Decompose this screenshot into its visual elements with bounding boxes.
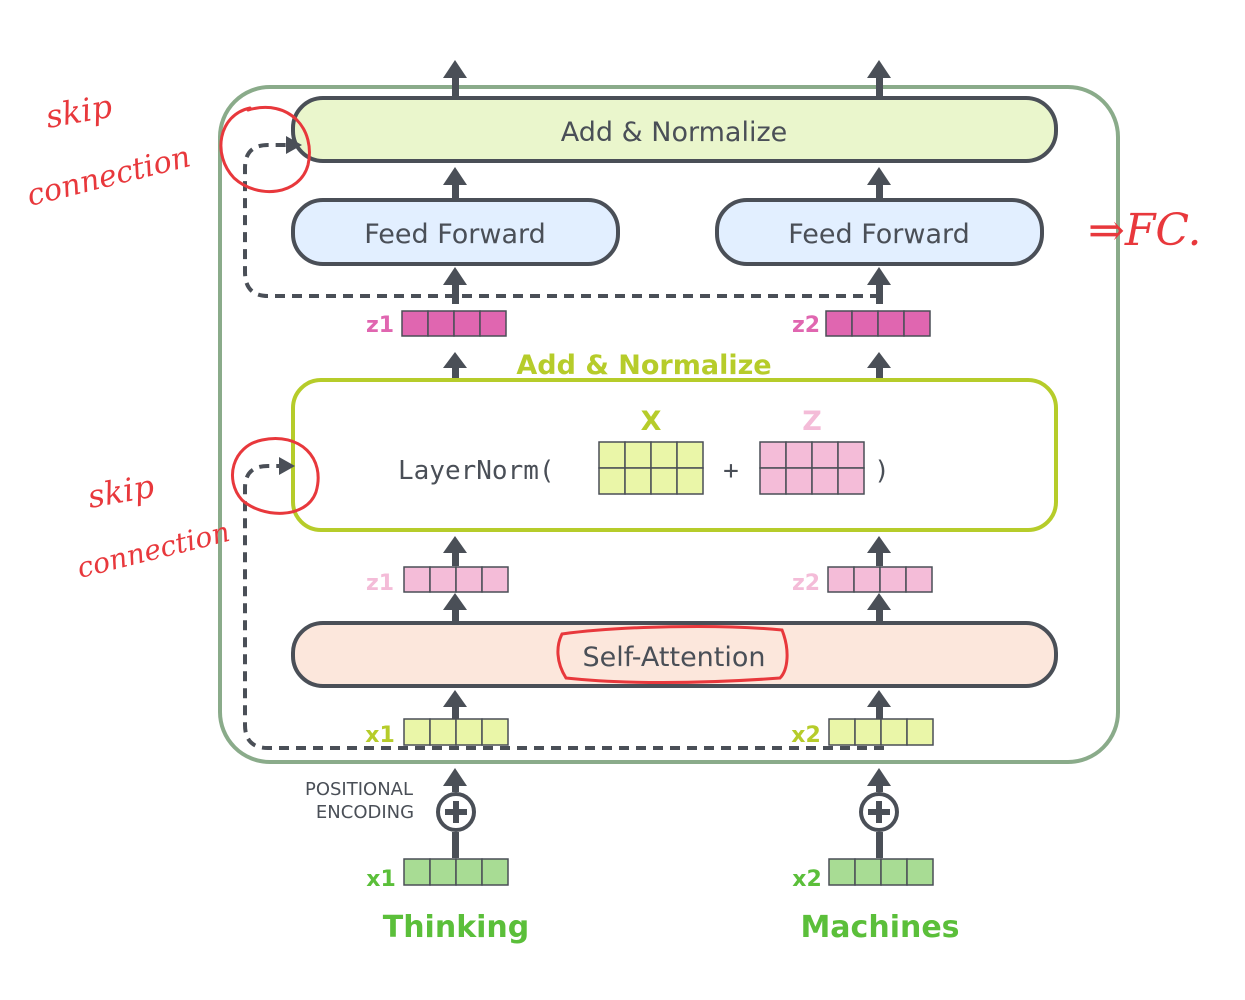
z-matrix xyxy=(759,441,865,495)
upper-skip-circle xyxy=(219,106,311,193)
input-arrows xyxy=(443,768,891,858)
self-attention-circle xyxy=(556,625,789,684)
z2-mid-vector xyxy=(827,566,933,593)
feed-forward-left: Feed Forward xyxy=(291,198,620,266)
z-matrix-label: Z xyxy=(802,406,822,437)
mid-add-normalize-label: Add & Normalize xyxy=(516,350,771,381)
skip-annotation-lower-line2: connection xyxy=(74,515,233,585)
lower-skip-connection xyxy=(243,464,884,750)
word-thinking: Thinking xyxy=(383,910,530,945)
feed-forward-right-label: Feed Forward xyxy=(788,219,970,250)
x2-in-label: x2 xyxy=(791,723,821,748)
x1-in-label: x1 xyxy=(365,723,395,748)
x2-in-vector xyxy=(828,718,934,746)
x1-embed-vector xyxy=(403,858,509,886)
self-attention-box: Self-Attention xyxy=(291,621,1058,688)
close-paren: ) xyxy=(874,456,890,486)
encoder-frame xyxy=(218,85,1120,764)
x-to-sa-arrows xyxy=(443,690,891,719)
annotation-layer xyxy=(219,106,789,684)
skip-annotation-lower-line1: skip xyxy=(85,467,157,516)
z1-mid-vector xyxy=(403,566,509,593)
upper-skip-connection xyxy=(243,143,880,298)
output-arrows xyxy=(443,60,891,97)
skip-annotation-upper-line1: skip xyxy=(43,87,115,136)
lower-skip-circle xyxy=(231,437,320,515)
z2-top-vector xyxy=(825,310,931,337)
positional-encoding-line2: ENCODING xyxy=(316,802,414,823)
x-matrix xyxy=(598,441,704,495)
upper-skip-arrowhead xyxy=(286,136,302,154)
positional-add-right xyxy=(859,792,899,832)
x-matrix-label: X xyxy=(641,406,662,437)
top-add-normalize-box: Add & Normalize xyxy=(291,96,1058,163)
word-machines: Machines xyxy=(800,910,959,945)
feed-forward-right: Feed Forward xyxy=(715,198,1044,266)
sa-to-z-arrows xyxy=(443,593,891,623)
top-add-normalize-label: Add & Normalize xyxy=(561,117,787,148)
feed-forward-left-label: Feed Forward xyxy=(364,219,546,250)
z2-top-label: z2 xyxy=(792,313,820,338)
z-to-layernorm-arrows xyxy=(443,536,891,566)
positional-add-left xyxy=(436,792,476,832)
self-attention-label: Self-Attention xyxy=(582,642,765,673)
z1-mid-label: z1 xyxy=(366,571,394,596)
ff-to-addnorm-arrows xyxy=(443,167,891,200)
z1-top-vector xyxy=(401,310,507,337)
skip-annotation-upper-line2: connection xyxy=(23,139,194,213)
x2-embed-label: x2 xyxy=(792,867,822,892)
layernorm-open: LayerNorm( xyxy=(398,456,555,486)
z1-top-label: z1 xyxy=(366,313,394,338)
fc-annotation: ⇒FC. xyxy=(1088,205,1201,256)
x2-embed-vector xyxy=(828,858,934,886)
positional-encoding-line1: POSITIONAL xyxy=(305,779,413,800)
z2-mid-label: z2 xyxy=(792,571,820,596)
x1-in-vector xyxy=(403,718,509,746)
lower-skip-arrowhead xyxy=(279,457,295,475)
x1-embed-label: x1 xyxy=(366,867,396,892)
layernorm-to-z-arrows xyxy=(443,352,891,380)
z-to-ff-arrows xyxy=(443,267,891,304)
plus-sign: + xyxy=(723,456,739,486)
